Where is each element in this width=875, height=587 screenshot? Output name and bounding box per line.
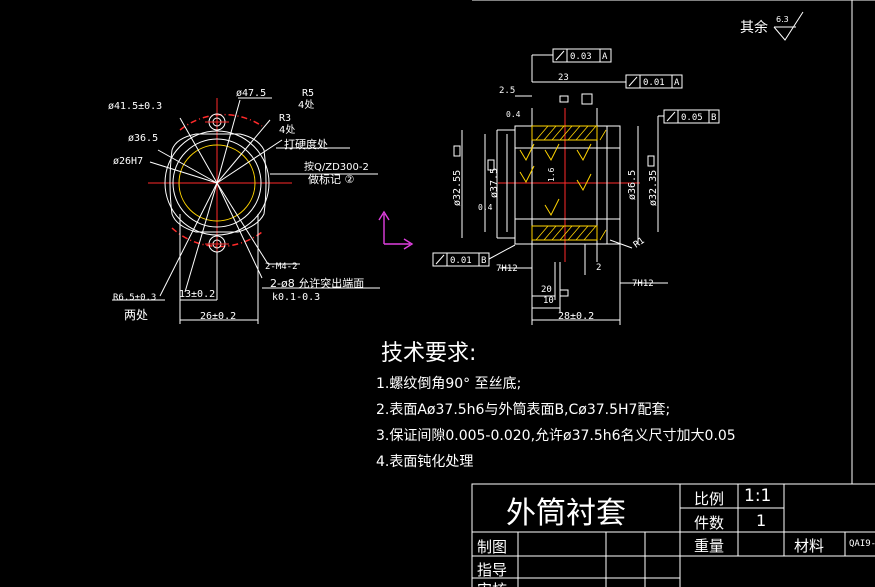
svg-text:按Q/ZD300-2: 按Q/ZD300-2 [304, 160, 369, 173]
svg-text:2-ø8 允许突出端面: 2-ø8 允许突出端面 [270, 276, 364, 290]
svg-text:20: 20 [541, 285, 552, 295]
svg-text:A: A [674, 78, 680, 88]
requirement-item-2: 2.表面Aø37.5h6与外筒表面B,Cø37.5H7配套; [376, 402, 671, 418]
left-view: ø41.5±0.3 ø47.5 R5 4处 R3 4处 打硬度处 按Q/ZD30… [108, 88, 380, 324]
svg-text:0.05: 0.05 [681, 113, 703, 123]
svg-text:28±0.2: 28±0.2 [558, 311, 594, 322]
svg-text:4处: 4处 [298, 99, 314, 111]
svg-text:R6.5±0.3: R6.5±0.3 [113, 293, 156, 303]
roughness-symbol: 其余 6.3 [740, 11, 804, 41]
svg-text:0.01: 0.01 [643, 78, 665, 88]
svg-text:26±0.2: 26±0.2 [200, 311, 236, 322]
svg-text:0.01: 0.01 [450, 256, 472, 266]
svg-text:其余: 其余 [740, 19, 768, 36]
title-block-lines [471, 483, 875, 587]
scale-value: 1:1 [744, 486, 772, 506]
svg-text:ø36.5: ø36.5 [627, 170, 638, 200]
svg-text:0.03: 0.03 [570, 52, 592, 62]
svg-text:2.5: 2.5 [499, 86, 515, 96]
material-label: 材料 [794, 537, 825, 555]
svg-text:0.4: 0.4 [506, 110, 521, 119]
guide-label: 指导 [477, 561, 508, 579]
requirements-title: 技术要求: [381, 341, 477, 366]
svg-text:B: B [711, 113, 716, 123]
tolerance-frame-4: 0.01 B [432, 244, 516, 267]
requirement-item-1: 1.螺纹倒角90° 至丝底; [376, 376, 522, 392]
svg-text:7H12: 7H12 [496, 264, 518, 274]
svg-text:ø32.35: ø32.35 [648, 170, 659, 206]
material-value: QAI9- [849, 539, 875, 549]
svg-text:A: A [602, 52, 608, 62]
check-label: 审核 [477, 579, 507, 587]
svg-text:R3: R3 [279, 113, 291, 124]
quantity-value: 1 [756, 511, 767, 530]
requirement-item-3: 3.保证间隙0.005-0.020,允许ø37.5h6名义尺寸加大0.05 [376, 428, 736, 444]
svg-text:ø26H7: ø26H7 [113, 156, 143, 167]
svg-text:6.3: 6.3 [776, 15, 789, 24]
svg-text:ø32.55: ø32.55 [452, 170, 463, 206]
svg-text:ø37.5: ø37.5 [489, 168, 500, 198]
ucs-axis-icon [378, 210, 414, 250]
svg-text:2: 2 [596, 263, 601, 273]
svg-text:0.4: 0.4 [478, 203, 493, 212]
svg-text:13±0.2: 13±0.2 [179, 289, 215, 300]
svg-text:ø36.5: ø36.5 [128, 133, 158, 144]
svg-text:R1: R1 [632, 236, 647, 250]
svg-text:R5: R5 [302, 88, 314, 99]
svg-text:做标记 ②: 做标记 ② [308, 172, 354, 186]
weight-label: 重量 [694, 537, 725, 555]
svg-text:10: 10 [543, 296, 554, 306]
svg-text:7H12: 7H12 [632, 279, 654, 289]
scale-label: 比例 [694, 490, 725, 508]
svg-text:23: 23 [558, 73, 569, 83]
svg-text:打硬度处: 打硬度处 [284, 137, 328, 151]
section-view: 0.03 A 0.01 A 0.05 B [432, 48, 720, 325]
quantity-label: 件数 [694, 514, 725, 532]
svg-text:B: B [481, 256, 486, 266]
draw-label: 制图 [477, 538, 508, 556]
svg-text:4处: 4处 [279, 124, 295, 136]
svg-text:k0.1-0.3: k0.1-0.3 [272, 292, 320, 303]
part-name: 外筒衬套 [506, 496, 626, 531]
svg-text:ø47.5: ø47.5 [236, 88, 266, 99]
tolerance-frame-1: 0.03 A [531, 48, 612, 82]
svg-text:1.6: 1.6 [547, 167, 556, 182]
svg-text:两处: 两处 [124, 308, 148, 322]
tolerance-frame-2: 0.01 A [597, 74, 683, 89]
requirement-item-4: 4.表面钝化处理 [376, 454, 474, 470]
tolerance-frame-3: 0.05 B [657, 109, 720, 134]
svg-text:ø41.5±0.3: ø41.5±0.3 [108, 101, 162, 112]
svg-text:2-M4-2: 2-M4-2 [265, 262, 298, 272]
